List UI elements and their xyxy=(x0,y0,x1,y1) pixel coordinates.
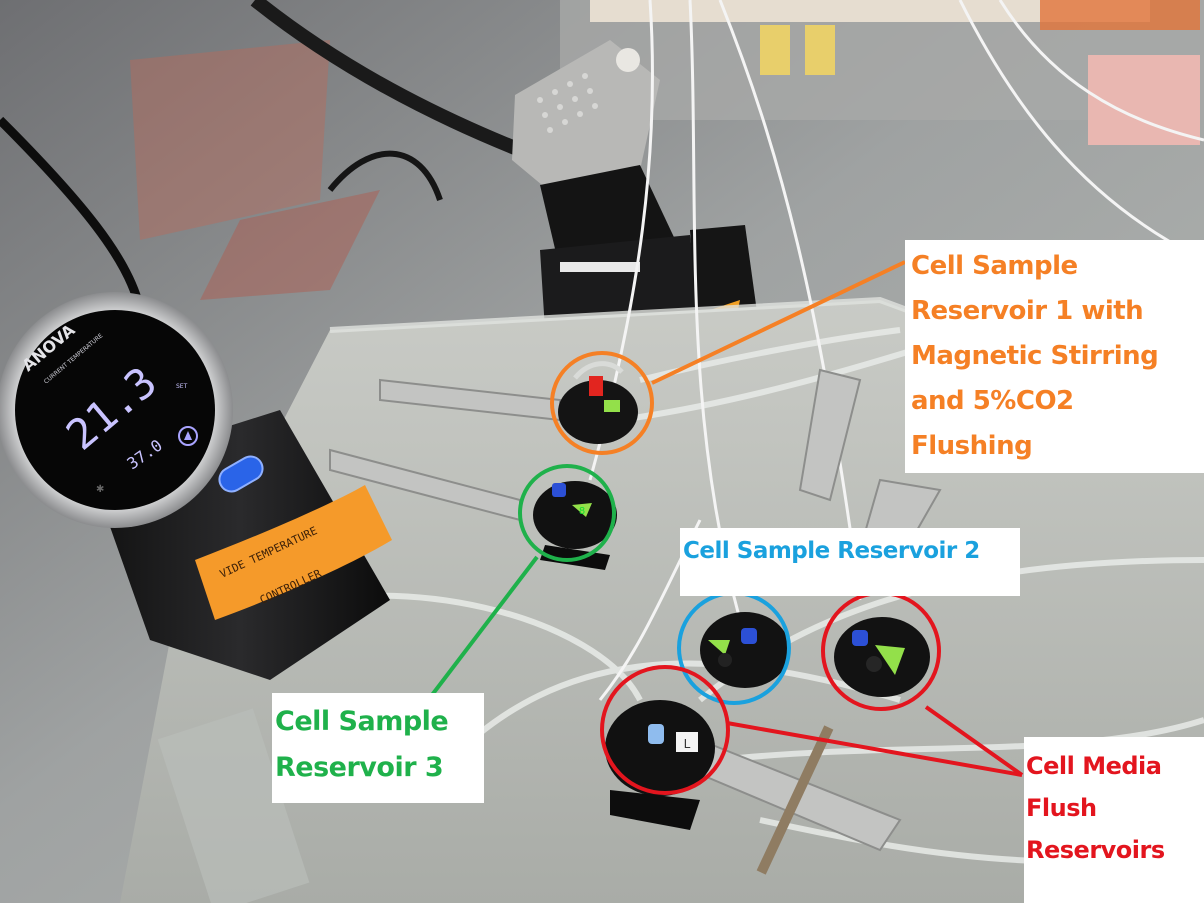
res3-tag-text: 8 xyxy=(579,506,585,517)
annotation-line: Cell Sample xyxy=(275,706,449,737)
yellow-tag-2 xyxy=(805,25,835,75)
annotation-reservoir-3: Cell Sample Reservoir 3 xyxy=(272,693,484,803)
play-icon-glyph xyxy=(184,431,192,440)
annotation-line: Cell Media xyxy=(1026,752,1162,780)
reservoir-2 xyxy=(700,612,790,688)
flush-pointer-right xyxy=(924,705,1024,777)
annotation-reservoir-2: Cell Sample Reservoir 2 xyxy=(680,528,1020,596)
flush-reservoir-left: L xyxy=(605,700,715,830)
play-icon xyxy=(178,426,198,446)
power-button xyxy=(218,455,264,493)
res1-pointer xyxy=(651,260,906,385)
flush-pointer-left xyxy=(726,721,1023,777)
pink-label xyxy=(1088,55,1200,145)
annotation-line: Cell Sample Reservoir 2 xyxy=(683,538,980,564)
annotation-line: Flush xyxy=(1026,794,1097,822)
loop-cable xyxy=(327,150,443,201)
reservoir-1 xyxy=(558,361,638,444)
reservoir-3: 8 xyxy=(533,481,617,570)
anova-sous-vide: VIDE TEMPERATURE CONTROLLER ANOVA CURREN… xyxy=(0,292,392,903)
res3-circle xyxy=(518,464,616,562)
annotation-line: Flushing xyxy=(911,431,1033,461)
annotation-line: Magnetic Stirring xyxy=(911,341,1159,371)
red-panel xyxy=(130,40,330,240)
power-cable xyxy=(0,116,145,311)
res3-pointer xyxy=(430,555,539,697)
annotation-line: and 5%CO2 xyxy=(911,386,1074,416)
flush-left-circle xyxy=(600,665,730,795)
res1-circle xyxy=(550,351,654,455)
braided-cable xyxy=(250,0,523,157)
set-label: SET xyxy=(176,383,188,390)
flush-tag-text: L xyxy=(684,737,691,751)
yellow-tag-1 xyxy=(760,25,790,75)
rod xyxy=(756,725,834,875)
annotation-line: Cell Sample xyxy=(911,251,1078,281)
bluetooth-icon: ✱ xyxy=(96,484,104,495)
annotation-flush-reservoirs: Cell Media Flush Reservoirs xyxy=(1024,737,1204,903)
orange-strip xyxy=(1040,0,1200,30)
annotation-line: Reservoir 3 xyxy=(275,752,444,783)
annotation-line: Reservoir 1 with xyxy=(911,296,1144,326)
annotation-reservoir-1: Cell Sample Reservoir 1 with Magnetic St… xyxy=(905,240,1204,473)
flush-reservoir-right xyxy=(834,617,930,697)
red-panel-2 xyxy=(200,190,380,300)
annotation-line: Reservoirs xyxy=(1026,836,1165,864)
